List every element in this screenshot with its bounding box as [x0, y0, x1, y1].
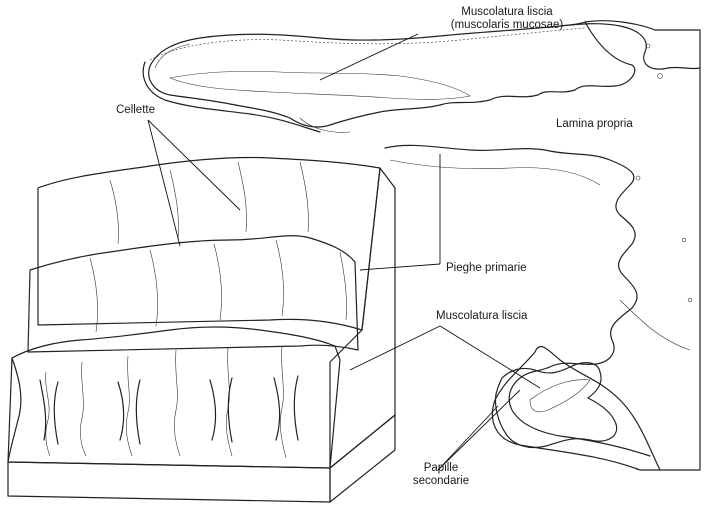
lower-right-fold: [494, 362, 618, 449]
label-cellette: Cellette: [116, 104, 155, 116]
label-muscularis-mucosae: Muscolatura liscia (muscolaris mucosae): [422, 6, 592, 32]
label-lamina-propria: Lamina propria: [556, 118, 633, 130]
upper-mucosal-fold: [142, 20, 701, 471]
label-papille-line1: Papille: [423, 462, 459, 474]
label-muscolatura-liscia: Muscolatura liscia: [436, 310, 528, 322]
label-muscularis-mucosae-line2: (muscolaris mucosae): [450, 19, 564, 31]
tissue-block-3d: [7, 156, 396, 503]
lamina-propria-wall: [384, 23, 701, 457]
label-papille-line2: secondarie: [412, 475, 470, 487]
label-muscularis-mucosae-line1: Muscolatura liscia: [461, 6, 553, 18]
label-pieghe-primarie: Pieghe primarie: [446, 262, 527, 274]
leader-lines: [147, 33, 541, 471]
label-papille-secondarie: Papille secondarie: [396, 462, 486, 488]
